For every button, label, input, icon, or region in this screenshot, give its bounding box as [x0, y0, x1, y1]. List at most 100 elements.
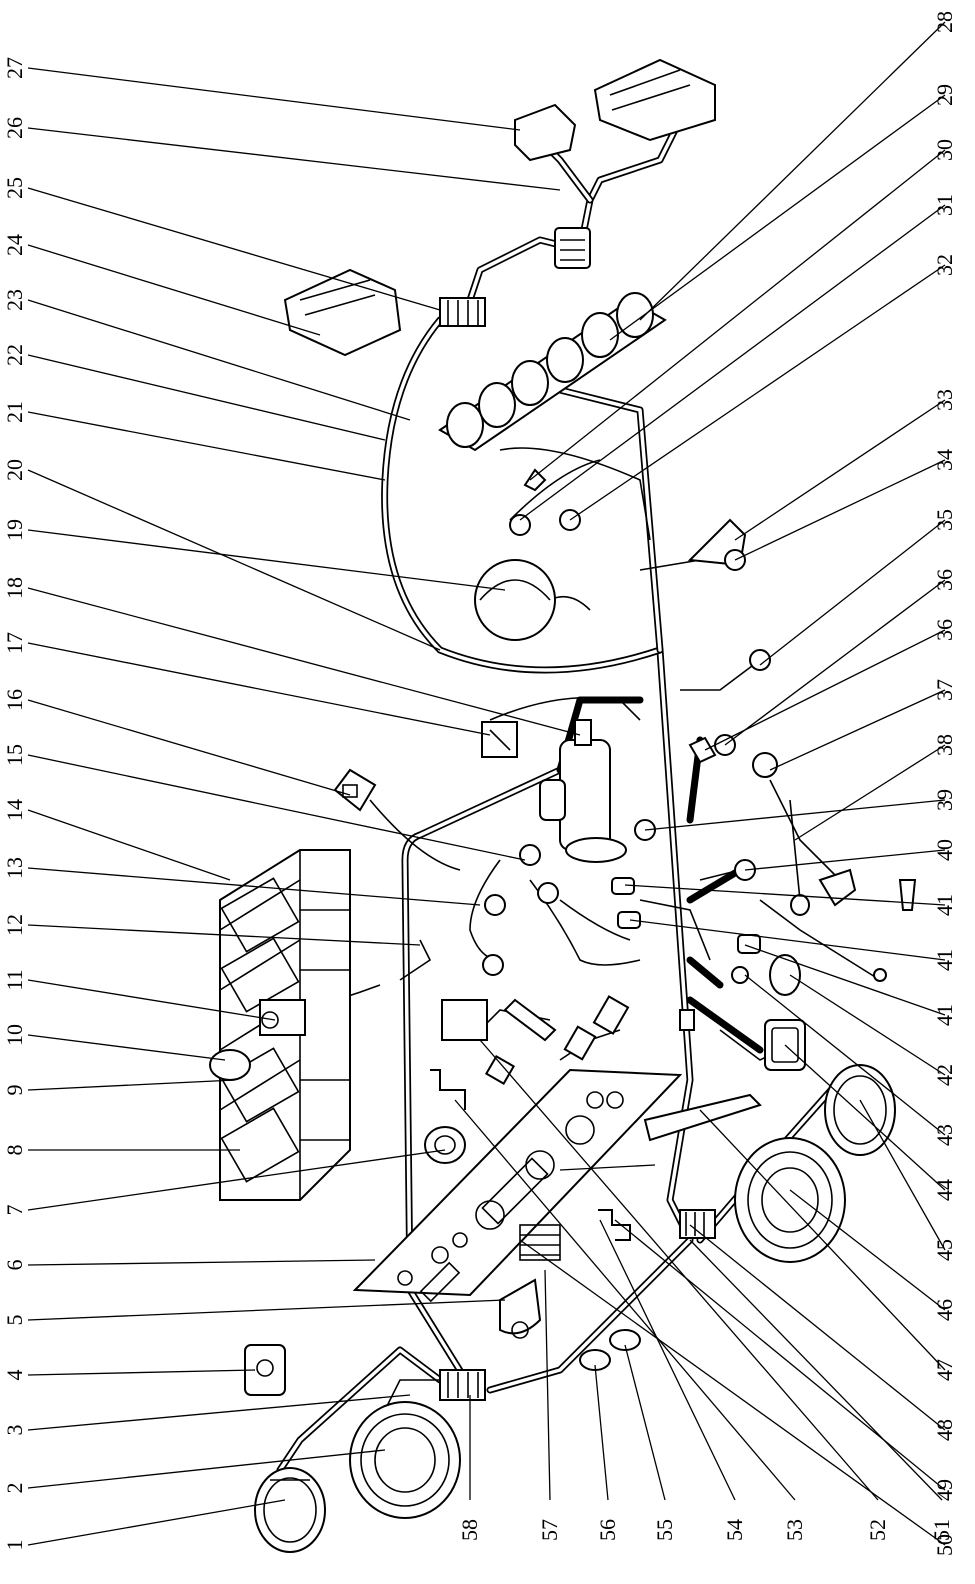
leader-line-41	[744, 944, 946, 1016]
callout-label-3: 3	[2, 1425, 27, 1436]
callout-label-5: 5	[2, 1315, 27, 1326]
callout-label-13: 13	[2, 857, 27, 879]
leader-line-15	[27, 754, 526, 861]
instrument-panel-6	[352, 1068, 683, 1303]
connector-16	[333, 768, 377, 812]
callout-label-18: 18	[2, 577, 27, 599]
callout-label-6: 6	[2, 1260, 27, 1271]
leader-line-33	[734, 399, 946, 541]
callout-label-7: 7	[2, 1205, 27, 1216]
callout-label-11: 11	[2, 969, 27, 990]
callout-label-36: 36	[932, 619, 957, 641]
leader-line-42	[789, 974, 946, 1076]
callout-label-2: 2	[2, 1483, 27, 1494]
connectors-42-43	[731, 934, 801, 996]
switch-27	[514, 103, 577, 162]
leader-line-34	[734, 459, 946, 561]
callout-label-58: 58	[457, 1519, 482, 1541]
lamp-45	[824, 1064, 896, 1156]
leader-line-23	[27, 299, 411, 421]
callout-label-44: 44	[932, 1179, 957, 1201]
leader-line-45	[859, 1099, 946, 1251]
callout-label-21: 21	[2, 401, 27, 423]
callout-label-1: 1	[2, 1540, 27, 1551]
leader-line-14	[27, 809, 231, 881]
leader-line-3	[27, 1394, 411, 1431]
leader-line-39	[644, 799, 946, 831]
lamp-24	[283, 268, 402, 357]
sensor-20	[474, 559, 556, 641]
callout-label-39: 39	[932, 789, 957, 811]
callout-label-42: 42	[932, 1064, 957, 1086]
callout-label-30: 30	[932, 139, 957, 161]
leader-line-24	[27, 244, 321, 336]
leader-line-31	[519, 204, 946, 521]
callout-label-32: 32	[932, 254, 957, 276]
leader-line-9	[27, 1079, 236, 1091]
callout-label-47: 47	[932, 1359, 957, 1381]
callout-label-41: 41	[932, 894, 957, 916]
leader-line-44	[784, 1044, 946, 1191]
callout-label-33: 33	[932, 389, 957, 411]
leader-line-55	[624, 1344, 666, 1501]
leader-line-37	[769, 689, 946, 771]
connector-26	[554, 227, 591, 269]
lamp-28	[593, 58, 716, 142]
leader-line-38	[794, 744, 946, 841]
switch-37-38	[752, 752, 857, 916]
callout-label-52: 52	[865, 1519, 890, 1541]
switch-54	[424, 1126, 466, 1164]
callout-label-17: 17	[2, 632, 27, 654]
callout-label-38: 38	[932, 734, 957, 756]
fuse-10-11	[209, 999, 306, 1081]
callout-label-55: 55	[652, 1519, 677, 1541]
callout-label-10: 10	[2, 1024, 27, 1046]
callout-label-27: 27	[2, 57, 27, 79]
leader-line-10	[27, 1034, 226, 1061]
sensors-33-34	[687, 518, 747, 571]
leader-line-35	[759, 519, 946, 666]
callout-label-57: 57	[537, 1519, 562, 1541]
callout-label-22: 22	[2, 344, 27, 366]
leader-line-30	[529, 149, 946, 481]
branch-wires	[260, 447, 881, 1421]
callout-label-43: 43	[932, 1124, 957, 1146]
callout-label-45: 45	[932, 1239, 957, 1261]
callout-label-31: 31	[932, 194, 957, 216]
bracket-49-53	[430, 1069, 631, 1241]
callout-label-41: 41	[932, 949, 957, 971]
callout-label-56: 56	[595, 1519, 620, 1541]
bulb-5	[499, 1278, 542, 1339]
leader-line-26	[27, 127, 561, 191]
left-labels: 1234567891011121314151617181920212223242…	[2, 57, 581, 1551]
callout-label-54: 54	[722, 1519, 747, 1541]
callout-label-20: 20	[2, 459, 27, 481]
leader-line-46	[789, 1189, 946, 1311]
callout-label-53: 53	[782, 1519, 807, 1541]
callout-label-29: 29	[932, 84, 957, 106]
connector-48	[679, 1209, 716, 1239]
leader-line-29	[609, 94, 946, 341]
leader-line-52	[479, 1039, 879, 1501]
leader-line-54	[599, 1219, 736, 1501]
rings-55-56	[579, 1329, 641, 1371]
right-labels: 2829303132333435363637383940414141424344…	[519, 11, 957, 1556]
leader-line-13	[27, 867, 481, 906]
leader-line-21	[27, 411, 386, 481]
leader-line-19	[27, 529, 506, 591]
headlamp-2	[349, 1401, 461, 1519]
leader-line-2	[27, 1449, 386, 1489]
leader-line-49	[614, 1219, 946, 1491]
leader-line-51	[689, 1239, 943, 1501]
callout-label-50: 50	[932, 1534, 957, 1556]
leader-line-7	[27, 1149, 446, 1211]
lamp-1	[254, 1467, 326, 1553]
leader-line-25	[27, 187, 441, 311]
leader-line-5	[27, 1299, 506, 1321]
leader-line-12	[27, 924, 421, 946]
leader-line-56	[594, 1364, 609, 1501]
leader-line-11	[27, 979, 276, 1021]
callout-label-46: 46	[932, 1299, 957, 1321]
callout-label-34: 34	[932, 449, 957, 471]
callout-label-36: 36	[932, 569, 957, 591]
